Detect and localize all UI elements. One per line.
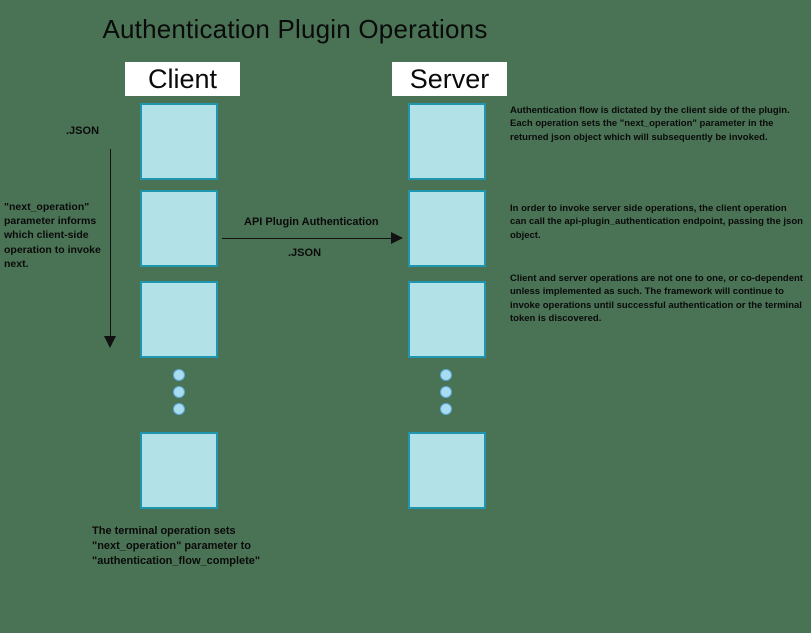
note-not-one-to-one: Client and server operations are not one…: [510, 273, 803, 325]
column-header-client-label: Client: [147, 64, 218, 94]
note-terminal-operation: The terminal operation sets "next_operat…: [92, 525, 261, 568]
column-header-server-label: Server: [409, 64, 490, 94]
note-server-invoke: In order to invoke server side operation…: [510, 203, 803, 241]
server-operation-box-4[interactable]: [408, 432, 486, 509]
column-header-client: Client: [125, 62, 240, 96]
client-operation-box-3[interactable]: [140, 281, 218, 358]
client-ellipsis-dot-2: [173, 386, 185, 398]
client-to-server-label-above: API Plugin Authentication: [244, 216, 379, 228]
client-flow-json-label: .JSON: [66, 125, 100, 137]
client-flow-arrow-head-icon: [104, 336, 116, 348]
server-ellipsis-dot-3: [440, 403, 452, 415]
client-to-server-arrow-line: [222, 238, 392, 239]
client-ellipsis-dot-3: [173, 403, 185, 415]
server-operation-box-2[interactable]: [408, 190, 486, 267]
server-ellipsis-dot-1: [440, 369, 452, 381]
client-to-server-arrow-head-icon: [391, 232, 403, 244]
server-operation-box-1[interactable]: [408, 103, 486, 180]
note-auth-flow: Authentication flow is dictated by the c…: [510, 105, 790, 143]
client-operation-box-4[interactable]: [140, 432, 218, 509]
client-operation-box-1[interactable]: [140, 103, 218, 180]
client-flow-arrow-line: [110, 149, 111, 337]
client-operation-box-2[interactable]: [140, 190, 218, 267]
client-ellipsis-dot-1: [173, 369, 185, 381]
server-ellipsis-dot-2: [440, 386, 452, 398]
page-title: Authentication Plugin Operations: [102, 14, 488, 44]
client-to-server-label-below: .JSON: [288, 247, 322, 259]
server-operation-box-3[interactable]: [408, 281, 486, 358]
column-header-server: Server: [392, 62, 507, 96]
client-flow-side-label: "next_operation" parameter informs which…: [4, 201, 101, 270]
